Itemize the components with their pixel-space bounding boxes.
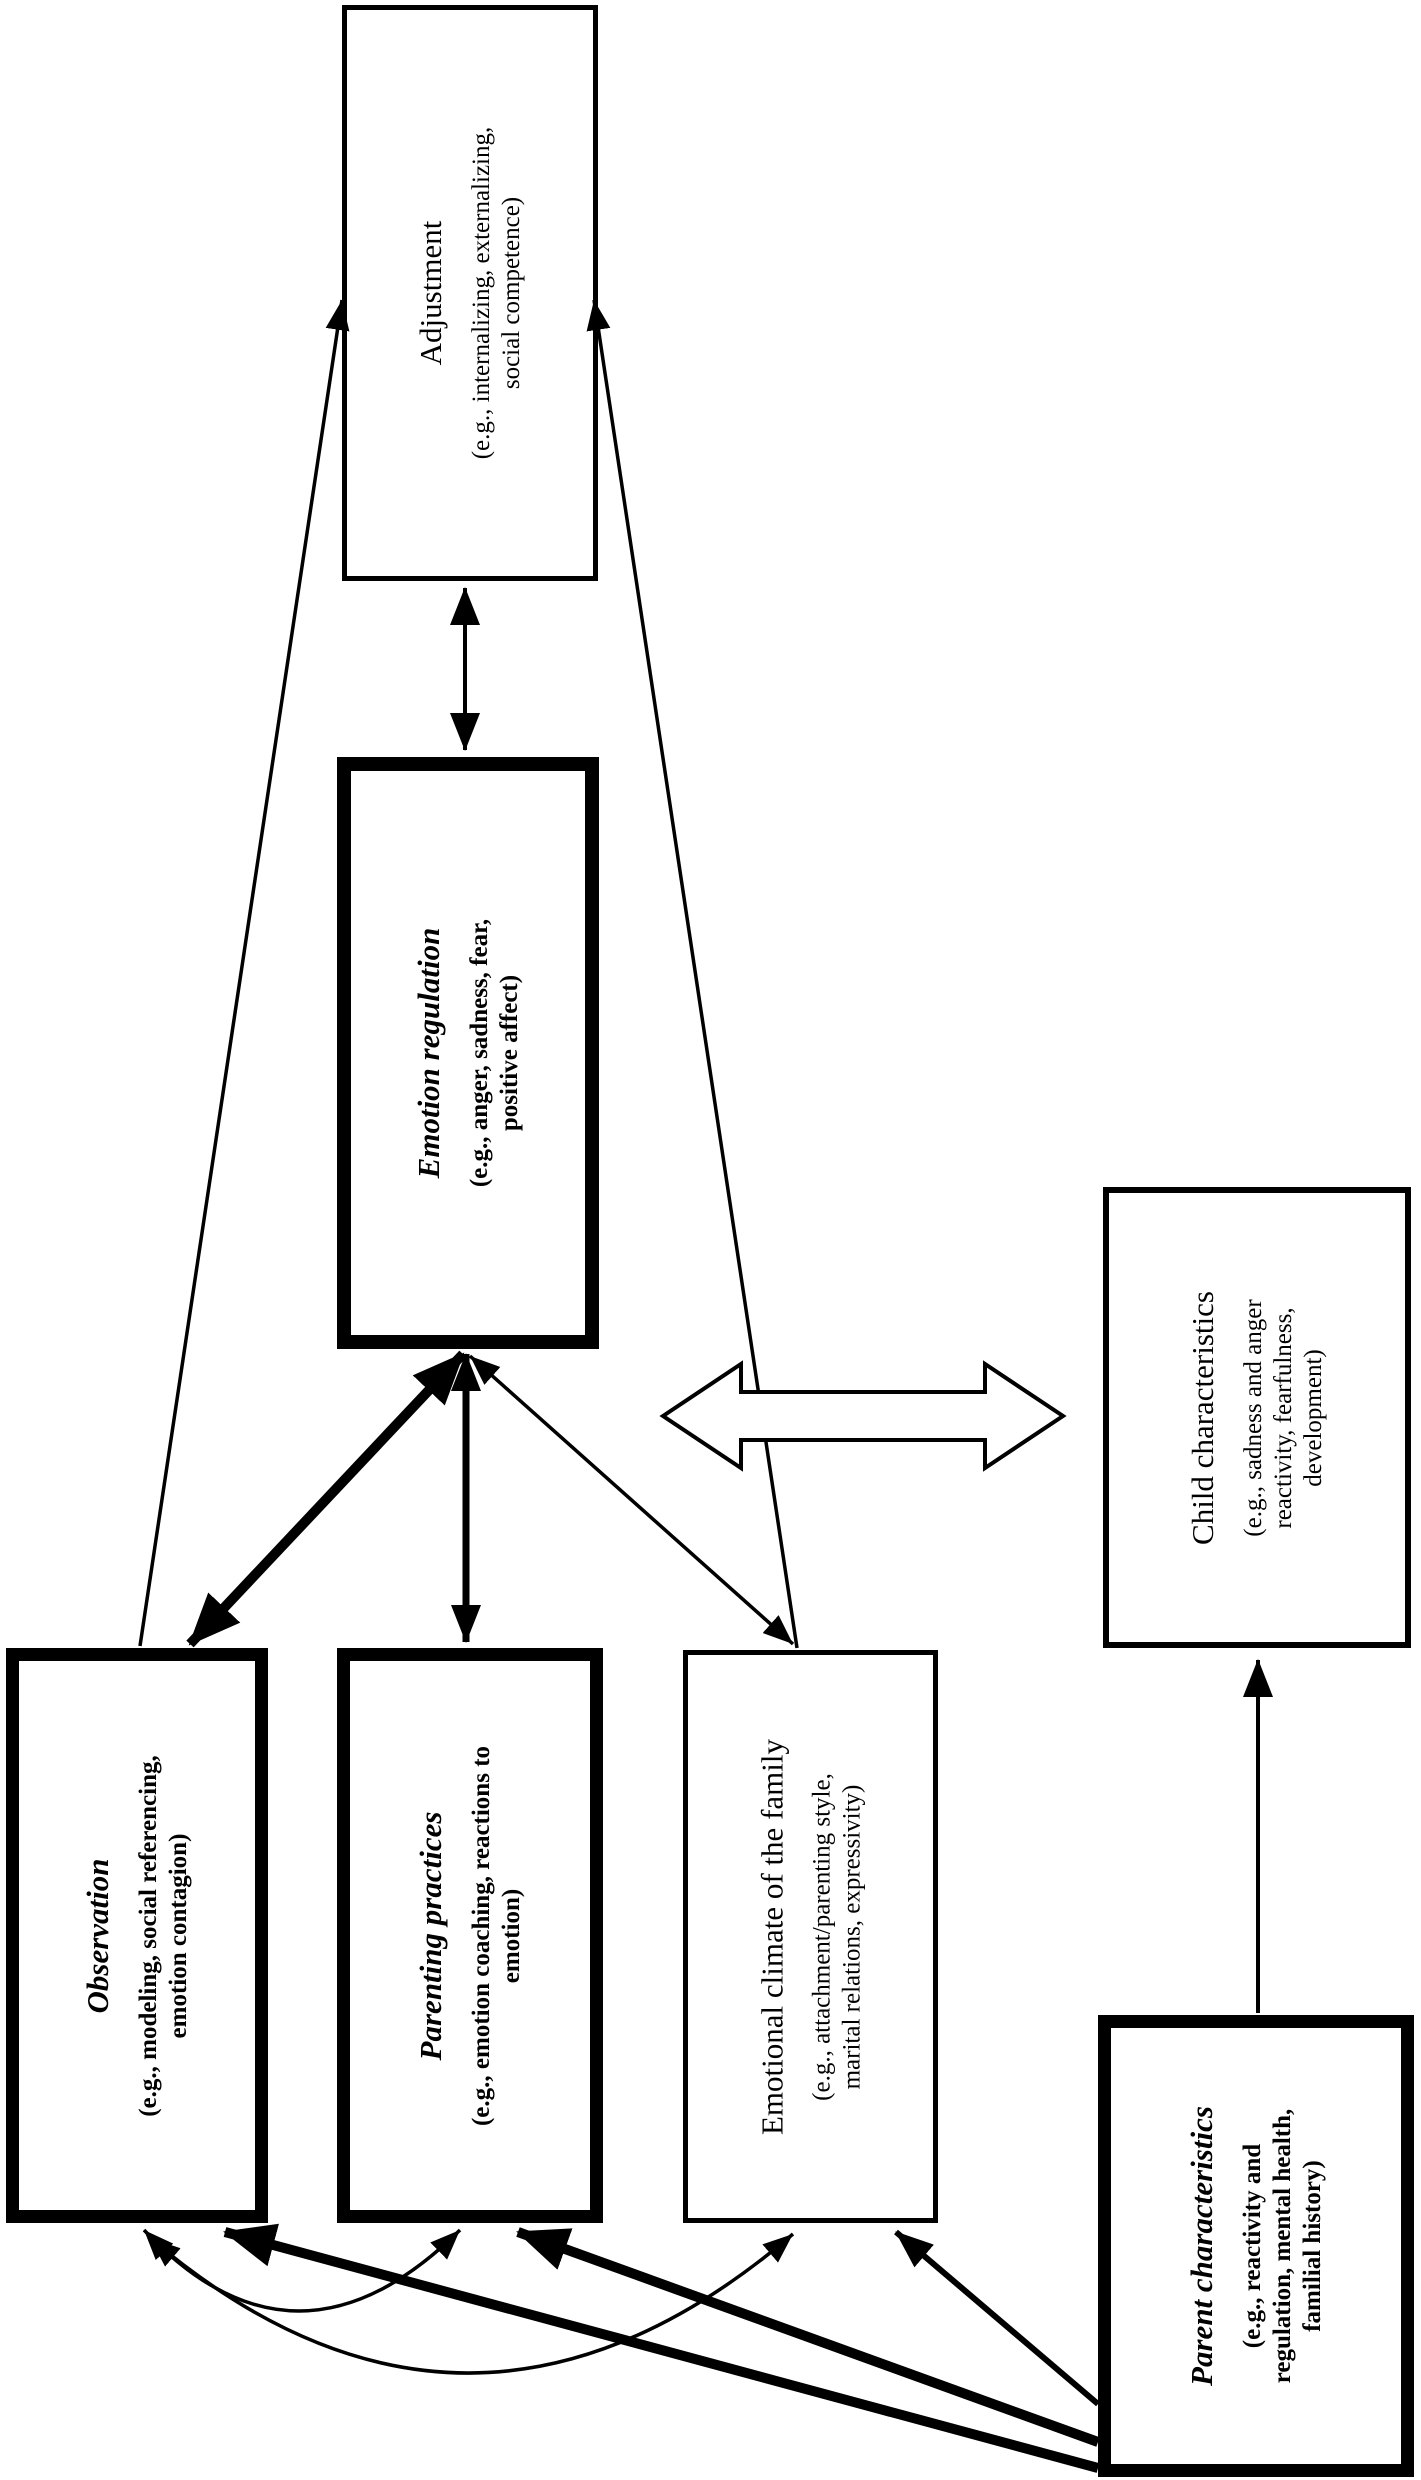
box-emotion-regulation-title: Emotion regulation: [411, 927, 447, 1179]
box-adjustment-title: Adjustment: [413, 220, 449, 366]
box-parent-characteristics: Parent characteristics (e.g., reactivity…: [1098, 2015, 1414, 2477]
box-emotional-climate: Emotional climate of the family (e.g., a…: [683, 1650, 938, 2223]
box-child-characteristics-title: Child characteristics: [1185, 1290, 1221, 1545]
box-adjustment-desc: (e.g., internalizing, externalizing, soc…: [467, 126, 525, 460]
arrow-parent-characteristics-parenting-practices: [516, 2227, 1100, 2447]
arrow-parent-characteristics-emotional-climate: [894, 2229, 1100, 2407]
box-parenting-practices: Parenting practices (e.g., emotion coach…: [337, 1648, 603, 2223]
box-parenting-practices-desc: (e.g., emotion coaching, reactions to em…: [467, 1745, 525, 2126]
box-observation-title: Observation: [80, 1858, 116, 2013]
box-parenting-practices-title: Parenting practices: [413, 1811, 449, 2060]
arrow-emotion-regulation-observation: [186, 1350, 467, 1648]
box-emotional-climate-desc: (e.g., attachment/parenting style, marit…: [808, 1772, 866, 2101]
box-adjustment: Adjustment (e.g., internalizing, externa…: [342, 5, 598, 581]
box-child-characteristics: Child characteristics (e.g., sadness and…: [1103, 1187, 1411, 1648]
box-emotion-regulation-desc: (e.g., anger, sadness, fear, positive af…: [465, 918, 523, 1188]
arrow-parent-characteristics-observation: [223, 2223, 1100, 2473]
box-emotional-climate-title: Emotional climate of the family: [753, 1738, 789, 2135]
arrow-observation-adjustment: [138, 299, 350, 1647]
arrow-emotion-regulation-emotional-climate: [468, 1354, 795, 1646]
box-parent-characteristics-title: Parent characteristics: [1184, 2106, 1220, 2386]
box-emotion-regulation: Emotion regulation (e.g., anger, sadness…: [337, 757, 599, 1349]
arrow-observation-parenting-practices-curve: [142, 2228, 462, 2313]
box-observation-desc: (e.g., modeling, social referencing, emo…: [134, 1754, 192, 2117]
arrow-observation-emotional-climate-curve: [148, 2232, 795, 2375]
box-child-characteristics-desc: (e.g., sadness and anger reactivity, fea…: [1239, 1298, 1327, 1537]
box-observation: Observation (e.g., modeling, social refe…: [6, 1648, 268, 2223]
arrow-emotional-climate-adjustment: [586, 299, 799, 1649]
box-parent-characteristics-desc: (e.g., reactivity and regulation, mental…: [1238, 2108, 1326, 2384]
arrow-emotion-regulation-child-characteristics-open: [659, 1360, 1067, 1472]
